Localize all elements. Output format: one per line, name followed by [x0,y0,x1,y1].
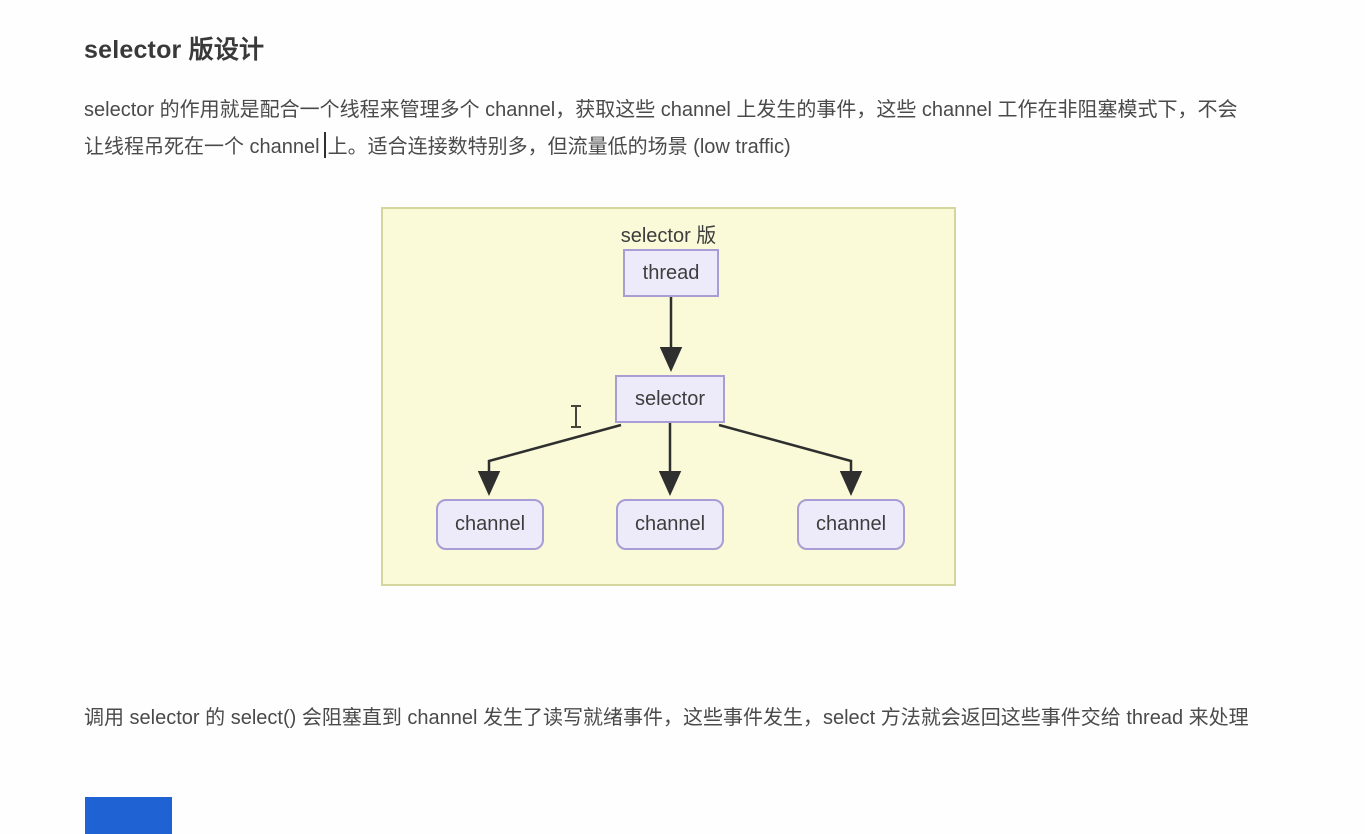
text-caret [323,132,326,158]
channel-node-3: channel [797,499,905,550]
ibeam-cursor-icon [571,405,581,428]
channel-node-3-label: channel [815,513,887,535]
channel-node-2-label: channel [634,513,706,535]
page-title: selector 版设计 [84,36,265,64]
selector-diagram-panel: selector 版 thread selector channel chann… [381,207,956,586]
intro-paragraph: selector 的作用就是配合一个线程来管理多个 channel，获取这些 c… [84,92,1249,166]
channel-node-1: channel [436,499,544,550]
intro-paragraph-text-after-caret: 上。适合连接数特别多，但流量低的场景 (low traffic) [327,136,791,158]
diagram-arrows [477,297,863,496]
thread-node-label: thread [642,261,700,284]
channel-node-1-label: channel [454,513,526,535]
intro-paragraph-text-before-caret: selector 的作用就是配合一个线程来管理多个 channel，获取这些 c… [84,99,1238,158]
diagram-title: selector 版 [620,225,717,247]
selector-node-label: selector [634,387,706,410]
select-behavior-paragraph: 调用 selector 的 select() 会阻塞直到 channel 发生了… [84,707,1249,729]
channel-node-2: channel [616,499,724,550]
bottom-blue-fragment [85,797,172,834]
arrow-selector-to-channel-left [477,423,622,496]
selector-node: selector [615,375,725,423]
thread-node: thread [623,249,719,297]
arrow-selector-to-channel-right [718,423,863,496]
